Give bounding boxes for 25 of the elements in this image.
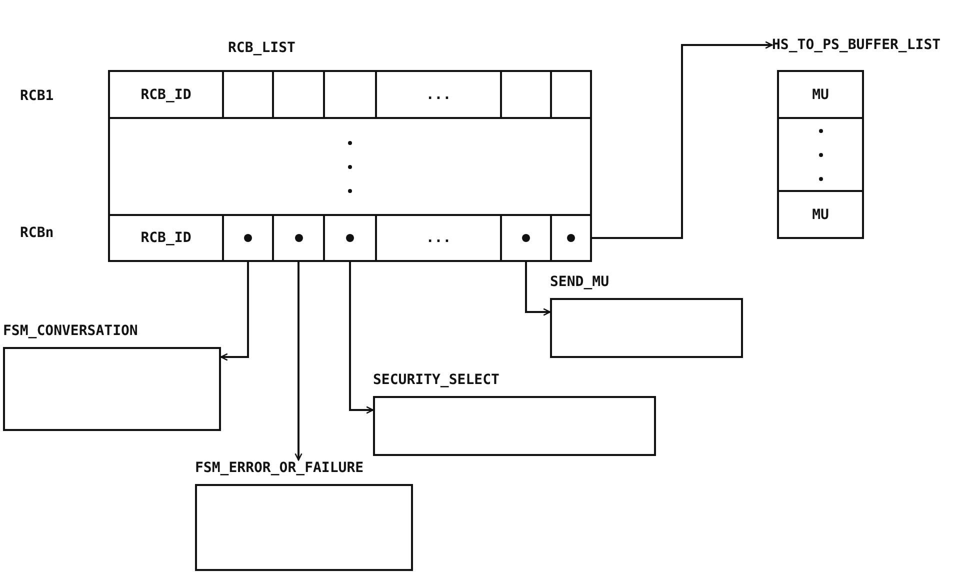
record-block (195, 460, 413, 571)
empty-cell (777, 117, 864, 192)
empty-cell (108, 117, 592, 216)
empty-cell (550, 70, 592, 119)
field-cell: RCB_ID (108, 214, 224, 262)
row-label: RCB1 (20, 88, 54, 104)
pointer-arrow (220, 262, 249, 361)
record-block (3, 323, 221, 431)
record-block (373, 372, 656, 456)
block-heading: FSM_CONVERSATION (3, 323, 138, 339)
pointer-arrow (349, 262, 374, 414)
pointer-arrow (294, 262, 302, 461)
block-heading: SEND_MU (550, 274, 610, 290)
field-cell: RCB_ID (108, 70, 224, 119)
record-block (550, 274, 743, 358)
table-heading: HS_TO_PS_BUFFER_LIST (772, 37, 941, 53)
pointer-arrow (525, 262, 551, 316)
empty-cell (550, 214, 592, 262)
row-label: RCBn (20, 225, 54, 241)
block-heading: SECURITY_SELECT (373, 372, 500, 388)
field-cell: MU (777, 190, 864, 239)
table-heading: RCB_LIST (228, 40, 296, 56)
field-cell: MU (777, 70, 864, 119)
pointer-arrow (592, 41, 773, 239)
block-heading: FSM_ERROR_OR_FAILURE (195, 460, 364, 476)
